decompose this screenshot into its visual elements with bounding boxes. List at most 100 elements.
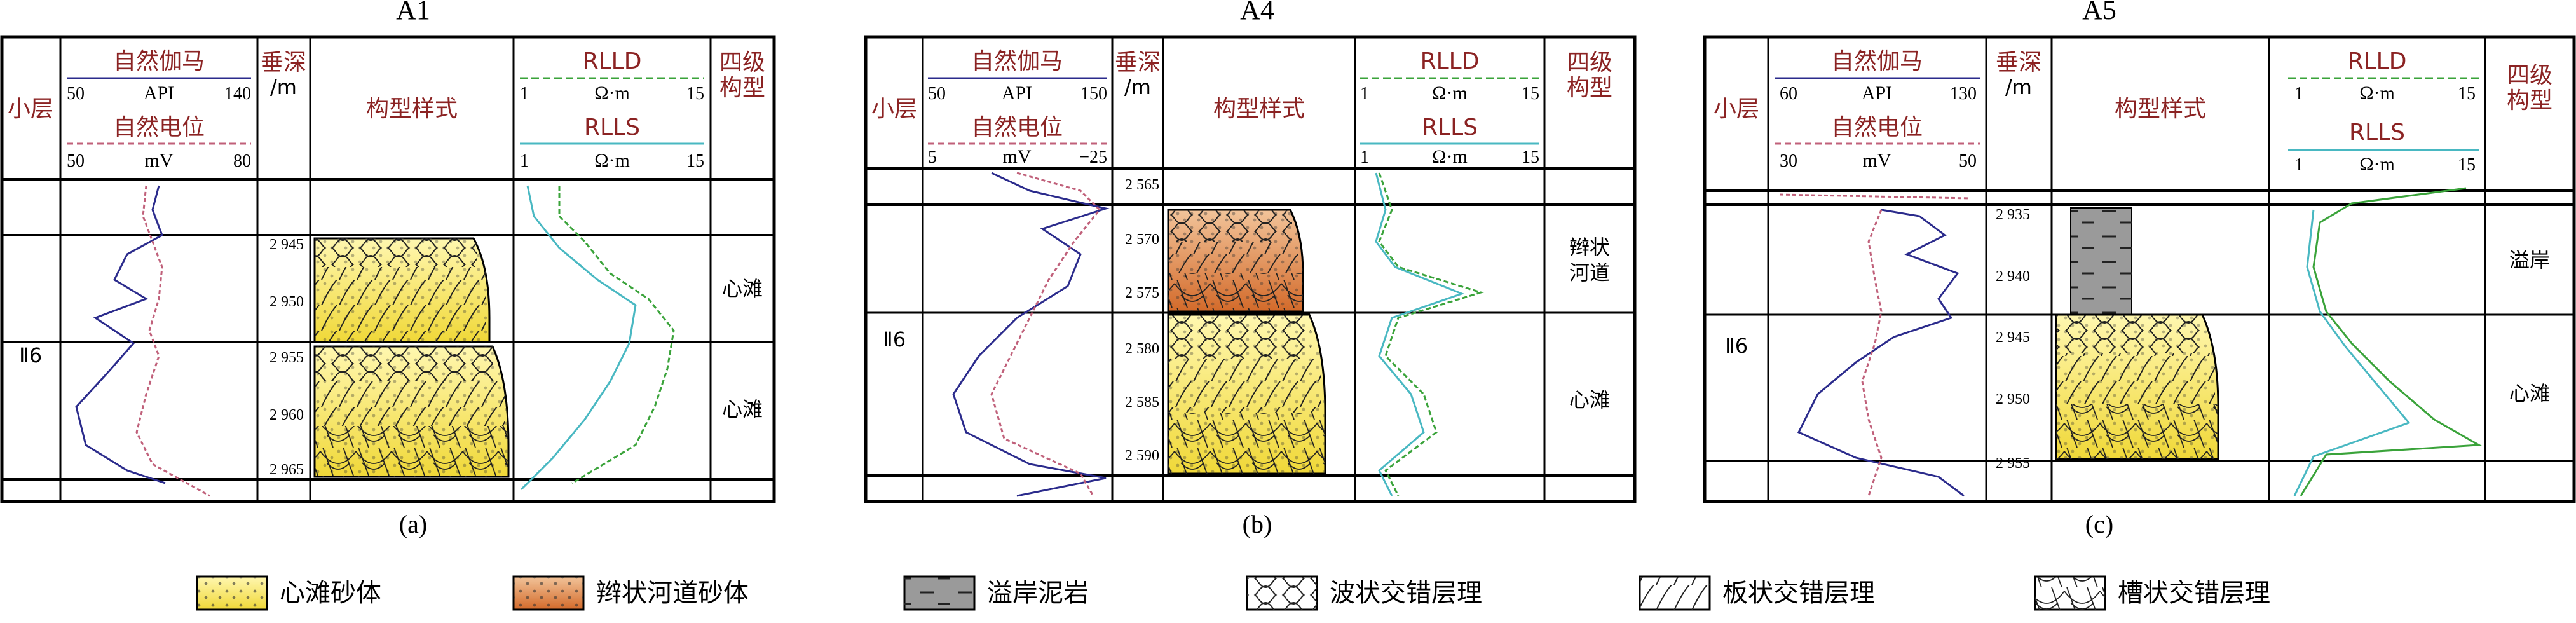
legend-label: 槽状交错层理 [2118,578,2270,608]
sp-scale-max: 50 [1959,151,1977,171]
legend-item: 板状交错层理 [1639,575,1875,611]
order-header: 四级 [2507,62,2552,88]
panel-frame [1703,35,2576,503]
architecture-column [313,237,510,478]
depth-tick: 2 945 [269,236,304,253]
rlld-scale-min: 1 [520,84,529,104]
panel-c: A5 小层 自然伽马 60 API 130 自然电位 30 mV 50 垂深 /… [1703,0,2576,538]
legend-item: 波状交错层理 [1246,575,1482,611]
gamma-label: 自然伽马 [971,48,1063,74]
sp-unit: mV [145,150,174,171]
facies-label: 心滩 [722,277,763,301]
rlls-label: RLLS [584,114,640,140]
rlls-scale-min: 1 [1360,147,1369,167]
order-header-2: 构型 [2507,88,2552,114]
rlld-scale-min: 1 [2294,84,2303,104]
sp-curve [135,185,210,497]
depth-unit-header: /m [270,75,297,99]
sp-label: 自然电位 [1831,114,1923,140]
rlld-scale-max: 15 [686,84,704,104]
panel-title: A5 [2082,0,2116,25]
legend-item: 槽状交错层理 [2034,575,2270,611]
rlld-scale-max: 15 [2458,84,2476,104]
res-unit: Ω·m [1432,146,1468,167]
depth-ticks: 2 565 2 570 2 575 2 580 2 585 2 590 [1125,177,1159,464]
rlls-scale-max: 15 [686,151,704,171]
legend: 心滩砂体 辫状河道砂体 溢岸泥岩 波状交错层理 板状交错层理 槽状交错层理 [196,575,2270,611]
facies-label: 溢岸 [2509,248,2550,272]
legend-label: 板状交错层理 [1722,578,1875,608]
order-header-2: 构型 [1567,75,1612,101]
depth-tick: 2 940 [1996,268,2030,285]
depth-tick: 2 965 [269,462,304,478]
legend-item: 辫状河道砂体 [512,575,749,611]
style-header: 构型样式 [366,96,458,122]
style-header: 构型样式 [2115,96,2206,122]
gamma-unit: API [144,83,174,104]
gamma-scale-min: 50 [67,84,85,104]
gamma-curve [952,172,1110,497]
legend-label: 波状交错层理 [1330,578,1482,608]
res-unit: Ω·m [2359,154,2395,175]
depth-header: 垂深 [1115,50,1161,76]
layer-header: 小层 [871,96,917,122]
depth-tick: 2 580 [1125,341,1159,357]
gamma-scale-max: 140 [224,84,251,104]
depth-tick: 2 955 [1996,455,2030,472]
depth-tick: 2 945 [1996,329,2030,346]
gamma-label: 自然伽马 [113,48,205,74]
depth-tick: 2 565 [1125,177,1159,193]
facies-label: 心滩 [2509,381,2550,406]
order-header-2: 构型 [719,75,765,101]
rlld-scale-min: 1 [1360,84,1369,104]
depth-ticks: 2 935 2 940 2 945 2 950 2 955 [1996,207,2030,472]
depth-tick: 2 590 [1125,448,1159,464]
rlls-label: RLLS [2349,120,2405,146]
rlld-scale-max: 15 [1522,84,1539,104]
rlls-scale-min: 1 [2294,155,2303,175]
depth-header: 垂深 [1996,50,2041,76]
gamma-curve [1797,209,1965,497]
panel-title: A4 [1240,0,1274,25]
legend-label: 辫状河道砂体 [596,578,749,608]
depth-unit-header: /m [1124,75,1151,99]
sp-scale-max: −25 [1079,147,1107,167]
depth-tick: 2 570 [1125,231,1159,248]
sp-label: 自然电位 [113,114,205,140]
rlls-scale-min: 1 [520,151,529,171]
depth-ticks: 2 945 2 950 2 955 2 960 2 965 [269,236,304,478]
depth-tick: 2 950 [269,294,304,310]
depth-header: 垂深 [261,50,306,76]
rlld-label: RLLD [583,48,642,74]
legend-item: 溢岸泥岩 [903,575,1089,611]
res-unit: Ω·m [1432,83,1468,104]
rlld-curve [558,186,675,484]
rlld-curve [1378,172,1485,496]
gamma-unit: API [1002,83,1032,104]
sp-curve [1779,193,1971,496]
facies-label: 心滩 [1569,388,1610,412]
layer-label: Ⅱ6 [19,343,42,367]
legend-label: 溢岸泥岩 [987,578,1089,608]
depth-tick: 2 960 [269,407,304,423]
panel-caption: (c) [2085,510,2113,538]
rlls-scale-max: 15 [1522,147,1539,167]
legend-item: 心滩砂体 [196,575,381,611]
rlld-label: RLLD [2348,48,2407,74]
rlls-scale-max: 15 [2458,155,2476,175]
facies-label: 心滩 [722,397,763,421]
sp-curve [990,172,1101,496]
panel-caption: (b) [1243,510,1272,538]
gamma-scale-min: 60 [1780,84,1797,104]
facies-label: 辫状 [1569,235,1610,259]
style-header: 构型样式 [1213,96,1305,122]
depth-unit-header: /m [2005,75,2032,99]
facies-label: 河道 [1569,261,1610,285]
rlls-curve [520,185,637,491]
layer-label: Ⅱ6 [1725,334,1748,358]
panel-a: A1 小层 自然伽马 50 API 140 自然电位 50 mV 80 垂深 /… [0,0,776,538]
architecture-column [2055,207,2219,460]
layer-header: 小层 [1714,96,1759,122]
res-unit: Ω·m [2359,83,2395,104]
rlls-curve [2293,209,2411,496]
